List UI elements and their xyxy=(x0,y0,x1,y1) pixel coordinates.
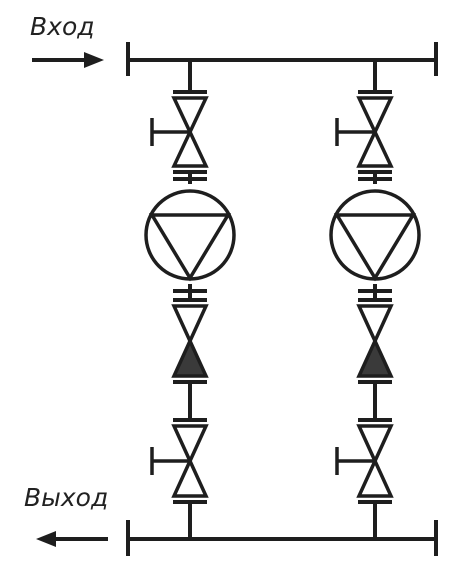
inlet-header-pipe xyxy=(126,42,438,76)
inlet-arrow-icon xyxy=(32,52,104,68)
inlet-label: Вход xyxy=(30,12,95,41)
outlet-label: Выход xyxy=(24,483,109,512)
pump-branch-right xyxy=(329,60,421,539)
outlet-arrow-icon xyxy=(36,531,108,547)
gate-valve-icon xyxy=(335,90,394,174)
gate-valve-icon xyxy=(335,418,394,504)
pump-branch-left xyxy=(144,60,236,539)
pump-icon xyxy=(329,177,421,293)
gate-valve-icon xyxy=(150,90,209,174)
outlet-header-pipe xyxy=(126,520,438,556)
check-valve-icon xyxy=(171,298,209,384)
pump-icon xyxy=(144,177,236,293)
gate-valve-icon xyxy=(150,418,209,504)
check-valve-icon xyxy=(356,298,394,384)
